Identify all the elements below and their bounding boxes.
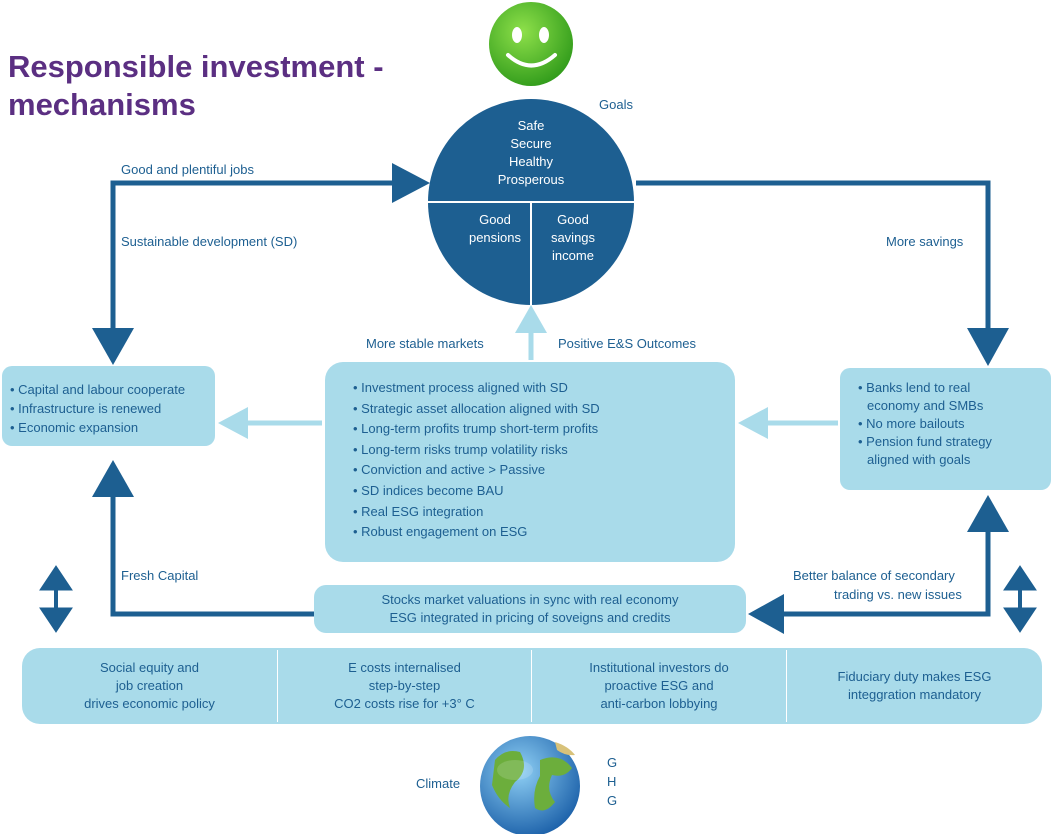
- circle-top-line: Healthy: [508, 154, 554, 169]
- label-sustainable-development: Sustainable development (SD): [121, 234, 298, 249]
- list-item: Economic expansion: [10, 418, 215, 437]
- label-fresh-capital: Fresh Capital: [121, 568, 199, 583]
- policy-line: drives economic policy: [84, 696, 215, 711]
- policy-cell-e-costs: E costs internalised step-by-step CO2 co…: [278, 650, 531, 722]
- label-more-savings: More savings: [886, 234, 964, 249]
- list-item: Pension fund strategy: [858, 433, 1051, 451]
- arrow-head-to-goals: [515, 305, 547, 333]
- list-item-text: aligned with goals: [867, 452, 971, 467]
- list-item: Robust engagement on ESG: [353, 522, 735, 543]
- label-positive-es-outcomes: Positive E&S Outcomes: [558, 336, 696, 351]
- dark-arrows: [92, 163, 1009, 634]
- center-investment-box: Investment process aligned with SD Strat…: [325, 362, 735, 562]
- list-item: Capital and labour cooperate: [10, 380, 215, 399]
- circle-right-text: Good savings income: [533, 211, 613, 265]
- policy-line: integgration mandatory: [848, 687, 981, 702]
- market-line-2: ESG integrated in pricing of soveigns an…: [389, 610, 671, 625]
- list-item: Banks lend to real: [858, 379, 1051, 397]
- arrow-head-fresh-capital: [92, 460, 134, 497]
- policy-line: Social equity and: [99, 660, 199, 675]
- arrow-fresh-capital: [110, 495, 316, 617]
- circle-left-line: Good: [479, 212, 511, 227]
- right-outcomes-box: Banks lend to real economy and SMBs No m…: [840, 368, 1051, 490]
- market-valuation-box: Stocks market valuations in sync with re…: [314, 585, 746, 633]
- policy-line: anti-carbon lobbying: [600, 696, 718, 711]
- arrow-head-to-left-box: [92, 328, 134, 365]
- goals-circle: [428, 99, 634, 305]
- policy-cell-fiduciary-duty: Fiduciary duty makes ESG integgration ma…: [787, 650, 1042, 722]
- policy-line: Fiduciary duty makes ESG: [837, 669, 992, 684]
- globe-icon: [480, 736, 580, 834]
- policy-cell-social-equity: Social equity and job creation drives ec…: [22, 650, 277, 722]
- ghg-letter: H: [607, 774, 617, 789]
- arrow-head-to-circle: [392, 163, 430, 203]
- policy-band: [22, 648, 1042, 724]
- policy-line: proactive ESG and: [604, 678, 714, 693]
- title-line-1: Responsible investment -: [8, 49, 384, 84]
- list-item: Long-term profits trump short-term profi…: [353, 419, 735, 440]
- policy-cell-institutional-investors: Institutional investors do proactive ESG…: [532, 650, 786, 722]
- divider: [531, 650, 532, 722]
- circle-right-line: Good: [557, 212, 589, 227]
- circle-top-line: Secure: [510, 136, 552, 151]
- divider: [277, 650, 278, 722]
- list-item-text: economy and SMBs: [867, 398, 984, 413]
- double-arrow-icon: [1003, 565, 1037, 633]
- policy-line: Institutional investors do: [589, 660, 729, 675]
- policy-line: job creation: [115, 678, 184, 693]
- light-arrows: [218, 305, 838, 439]
- policy-line: CO2 costs rise for +3° C: [334, 696, 475, 711]
- arrow-more-savings: [636, 180, 991, 330]
- list-item-continued: aligned with goals: [858, 451, 1051, 469]
- policy-line: step-by-step: [368, 678, 441, 693]
- left-outcomes-box: Capital and labour cooperate Infrastruct…: [2, 366, 215, 446]
- list-item: Conviction and active > Passive: [353, 460, 735, 481]
- label-more-stable-markets: More stable markets: [366, 336, 484, 351]
- list-item: Real ESG integration: [353, 502, 735, 523]
- arrow-head-to-right-box: [967, 328, 1009, 366]
- list-item: Infrastructure is renewed: [10, 399, 215, 418]
- label-better-balance-1: Better balance of secondary: [793, 568, 955, 583]
- list-item-continued: economy and SMBs: [858, 397, 1051, 415]
- arrow-head-to-center-from-right: [738, 407, 768, 439]
- label-good-jobs: Good and plentiful jobs: [121, 162, 254, 177]
- label-better-balance-2: trading vs. new issues: [834, 587, 962, 602]
- circle-top-text: Safe Secure Healthy Prosperous: [461, 117, 601, 189]
- list-item: No more bailouts: [858, 415, 1051, 433]
- circle-top-line: Safe: [517, 118, 545, 133]
- policy-line: E costs internalised: [348, 660, 461, 675]
- circle-right-line: income: [552, 248, 594, 263]
- market-line-1: Stocks market valuations in sync with re…: [381, 592, 679, 607]
- arrow-better-balance: [782, 530, 991, 617]
- arrow-head-to-right-box-up: [967, 495, 1009, 532]
- list-item: Strategic asset allocation aligned with …: [353, 399, 735, 420]
- page-title: Responsible investment - mechanisms: [8, 48, 428, 124]
- ghg-letter: G: [607, 793, 618, 808]
- list-item: Long-term risks trump volatility risks: [353, 440, 735, 461]
- circle-left-line: pensions: [468, 230, 522, 245]
- circle-top-line: Prosperous: [497, 172, 565, 187]
- climate-label: Climate: [416, 776, 461, 791]
- arrow-head-to-market-box: [748, 594, 784, 634]
- list-item: Investment process aligned with SD: [353, 378, 735, 399]
- arrow-jobs: [110, 180, 395, 345]
- circle-left-text: Good pensions: [459, 211, 531, 247]
- ghg-letter: G: [607, 755, 618, 770]
- goals-label: Goals: [599, 97, 633, 112]
- smiley-face-icon: [489, 2, 573, 86]
- title-line-2: mechanisms: [8, 87, 196, 122]
- list-item: SD indices become BAU: [353, 481, 735, 502]
- divider: [786, 650, 787, 722]
- double-arrow-icon: [39, 565, 73, 633]
- circle-right-line: savings: [550, 230, 596, 245]
- arrow-head-to-left-from-center: [218, 407, 248, 439]
